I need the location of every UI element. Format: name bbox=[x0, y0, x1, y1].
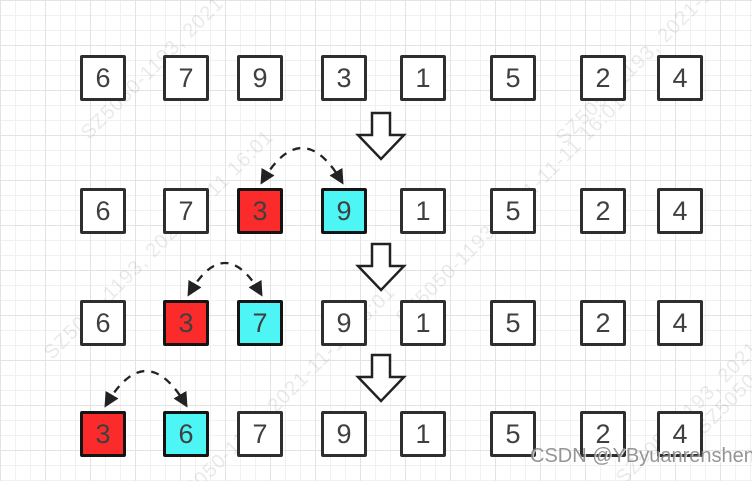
array-cell-swap-target: 7 bbox=[237, 300, 283, 346]
array-cell-swap-target: 9 bbox=[321, 188, 367, 234]
array-cell-swap-source: 3 bbox=[80, 411, 126, 457]
array-cell-swap-target: 6 bbox=[163, 411, 209, 457]
csdn-watermark: CSDN @YByuanrensheng bbox=[530, 445, 752, 467]
array-cell: 3 bbox=[321, 55, 367, 101]
array-cell: 1 bbox=[400, 188, 446, 234]
array-row-step-3: 6 3 7 9 1 5 2 4 bbox=[0, 300, 752, 346]
array-cell: 5 bbox=[490, 188, 536, 234]
array-cell: 2 bbox=[580, 411, 626, 457]
array-cell: 5 bbox=[490, 411, 536, 457]
array-cell: 7 bbox=[237, 411, 283, 457]
array-cell-swap-source: 3 bbox=[163, 300, 209, 346]
array-cell: 6 bbox=[80, 55, 126, 101]
array-row-step-1: 6 7 9 3 1 5 2 4 bbox=[0, 55, 752, 101]
array-cell: 1 bbox=[400, 300, 446, 346]
array-cell: 1 bbox=[400, 411, 446, 457]
array-cell: 5 bbox=[490, 55, 536, 101]
array-cell: 7 bbox=[163, 188, 209, 234]
array-cell: 5 bbox=[490, 300, 536, 346]
array-cell: 9 bbox=[237, 55, 283, 101]
array-cell: 2 bbox=[580, 55, 626, 101]
array-cell: 4 bbox=[657, 55, 703, 101]
array-cell: 1 bbox=[400, 55, 446, 101]
down-arrow-icon bbox=[355, 353, 407, 403]
array-cell: 2 bbox=[580, 300, 626, 346]
down-arrow-icon bbox=[355, 242, 407, 292]
swap-arc-arrow bbox=[260, 146, 344, 185]
array-cell: 9 bbox=[321, 300, 367, 346]
array-cell: 4 bbox=[657, 300, 703, 346]
array-cell: 7 bbox=[163, 55, 209, 101]
swap-arc-arrow bbox=[104, 369, 188, 408]
array-cell: 2 bbox=[580, 188, 626, 234]
down-arrow-icon bbox=[355, 111, 407, 161]
array-cell: 6 bbox=[80, 188, 126, 234]
array-row-step-2: 6 7 3 9 1 5 2 4 bbox=[0, 188, 752, 234]
array-cell: 6 bbox=[80, 300, 126, 346]
array-cell: 4 bbox=[657, 411, 703, 457]
array-row-step-4: 3 6 7 9 1 5 2 4 bbox=[0, 411, 752, 457]
array-cell: 9 bbox=[321, 411, 367, 457]
array-cell-swap-source: 3 bbox=[237, 188, 283, 234]
swap-arc-arrow bbox=[187, 262, 263, 297]
array-cell: 4 bbox=[657, 188, 703, 234]
